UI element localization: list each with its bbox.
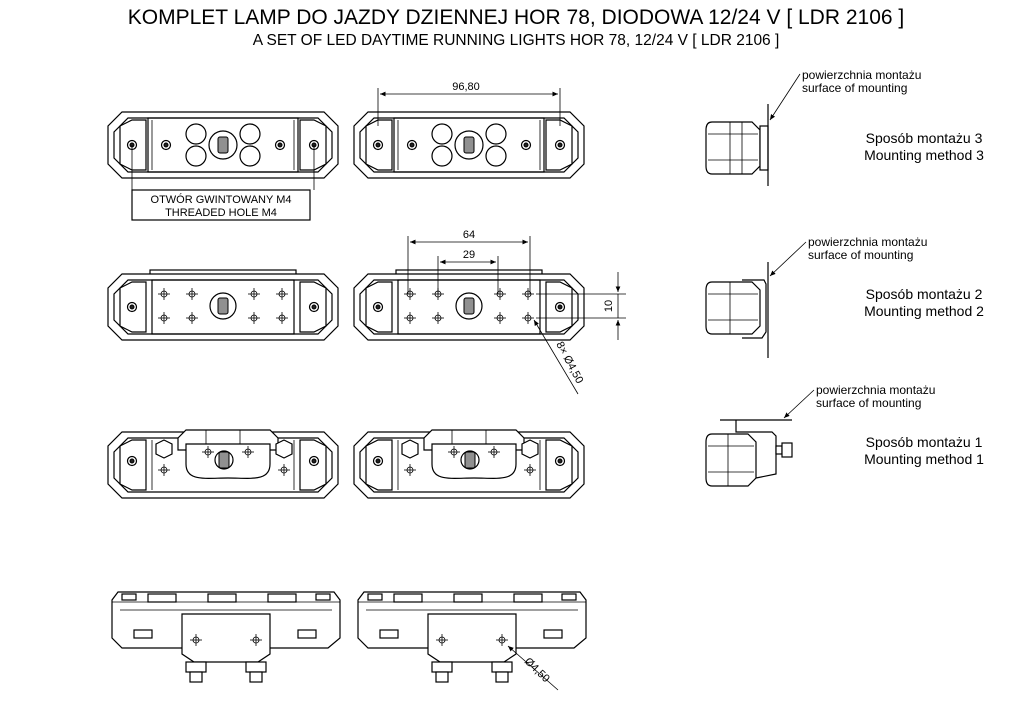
lamp-rear-view-right [357,591,587,683]
svg-text:THREADED HOLE M4: THREADED HOLE M4 [165,207,277,219]
svg-text:29: 29 [463,249,475,261]
hole-leader-bottom: Ø4,50 [507,645,559,691]
dimension-width: 96,80 [377,81,561,126]
svg-text:surface of mounting: surface of mounting [802,81,907,95]
svg-text:OTWÓR GWINTOWANY M4: OTWÓR GWINTOWANY M4 [151,193,292,206]
lamp-rear-view-left [111,591,341,683]
lamp-front-view-right-row2 [353,269,585,341]
dimension-vertical: 10 [536,272,626,340]
side-view-method-2: powierzchnia montażu surface of mounting… [705,235,984,358]
svg-text:Mounting method 3: Mounting method 3 [864,147,984,163]
title-pl: KOMPLET LAMP DO JAZDY DZIENNEJ HOR 78, D… [128,6,904,29]
lamp-front-view-right-row1 [353,111,585,179]
dimension-hole-spacing: 64 29 [407,229,531,294]
title-en: A SET OF LED DAYTIME RUNNING LIGHTS HOR … [253,32,780,49]
svg-text:powierzchnia montażu: powierzchnia montażu [802,68,921,82]
svg-text:10: 10 [603,300,615,312]
svg-text:powierzchnia montażu: powierzchnia montażu [808,235,927,249]
svg-text:Sposób montażu 1: Sposób montażu 1 [866,434,983,450]
side-view-method-3: powierzchnia montażu surface of mounting… [705,68,984,186]
svg-text:Mounting method 2: Mounting method 2 [864,303,984,319]
svg-text:Sposób montażu 3: Sposób montażu 3 [866,130,983,146]
svg-text:powierzchnia montażu: powierzchnia montażu [816,383,935,397]
lamp-front-view-left-row1 [107,111,339,179]
svg-text:64: 64 [463,229,475,241]
lamp-front-view-left-row3 [107,429,339,499]
svg-text:surface of mounting: surface of mounting [808,248,913,262]
svg-text:Ø4,50: Ø4,50 [522,656,552,685]
svg-text:surface of mounting: surface of mounting [816,396,921,410]
side-view-method-1: powierzchnia montażu surface of mounting… [705,383,984,487]
lamp-front-view-right-row3 [353,429,585,499]
svg-text:96,80: 96,80 [452,81,480,93]
svg-text:Mounting method 1: Mounting method 1 [864,451,984,467]
threaded-hole-label: OTWÓR GWINTOWANY M4 THREADED HOLE M4 [131,145,315,221]
svg-text:Sposób montażu 2: Sposób montażu 2 [866,286,983,302]
lamp-front-view-left-row2 [107,269,339,341]
